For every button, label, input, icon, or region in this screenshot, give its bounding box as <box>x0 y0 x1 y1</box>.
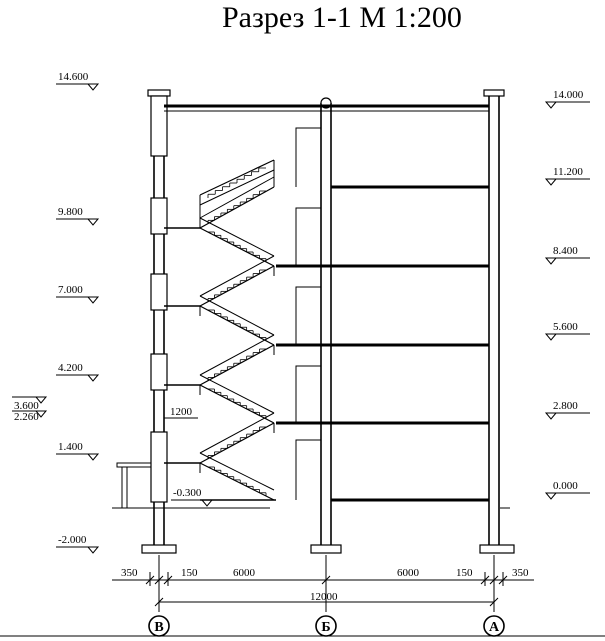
svg-text:-0.300: -0.300 <box>173 487 202 499</box>
dim-right-span: 6000 <box>397 567 420 579</box>
dim-total: 12000 <box>310 591 338 603</box>
svg-text:В: В <box>154 620 163 635</box>
svg-text:8.400: 8.400 <box>553 245 578 257</box>
landing-dimension: 1200 <box>164 406 198 419</box>
level-marker-right-5: 2.800 <box>544 400 590 420</box>
column-axis-b <box>310 97 342 554</box>
svg-text:2.260: 2.260 <box>14 411 39 423</box>
dim-right-inner: 150 <box>456 567 473 579</box>
svg-text:1200: 1200 <box>170 406 193 418</box>
wall-axis-a <box>479 89 515 554</box>
axis-bubble-b: Б <box>315 615 337 637</box>
svg-text:14.600: 14.600 <box>58 71 89 83</box>
svg-text:3.600: 3.600 <box>14 400 39 412</box>
level-marker-right-2: 11.200 <box>544 166 590 186</box>
svg-text:11.200: 11.200 <box>553 166 583 178</box>
floor-slabs <box>112 104 510 509</box>
dim-right-outer: 350 <box>512 567 529 579</box>
level-marker-right-4: 5.600 <box>544 321 590 341</box>
level-marker-left-4: 4.200 <box>56 362 100 382</box>
svg-text:0.000: 0.000 <box>553 480 578 492</box>
svg-text:4.200: 4.200 <box>58 362 83 374</box>
entry-level-marker: -0.300 <box>171 487 214 507</box>
svg-text:Б: Б <box>321 620 330 635</box>
partitions <box>295 127 321 500</box>
svg-text:5.600: 5.600 <box>553 321 578 333</box>
left-level-markers: 14.600 9.800 7.000 4.200 3.600 2.260 1.4… <box>12 71 100 554</box>
axis-markers: В Б А <box>0 615 605 637</box>
level-marker-left-1: 14.600 <box>56 71 100 91</box>
drawing-title: Разрез 1-1 М 1:200 <box>222 1 462 34</box>
svg-text:14.000: 14.000 <box>553 89 584 101</box>
dim-left-span: 6000 <box>233 567 256 579</box>
level-marker-left-5: 3.600 <box>12 396 48 412</box>
svg-text:2.800: 2.800 <box>553 400 578 412</box>
svg-text:-2.000: -2.000 <box>58 534 87 546</box>
axis-bubble-v: В <box>148 615 170 637</box>
svg-text:9.800: 9.800 <box>58 206 83 218</box>
right-level-markers: 14.000 11.200 8.400 5.600 2.800 0.000 <box>544 89 590 500</box>
dim-left-inner: 150 <box>181 567 198 579</box>
axis-bubble-a: А <box>483 615 505 637</box>
level-marker-left-2: 9.800 <box>56 206 100 226</box>
dimension-chain: 350 150 6000 6000 150 350 12000 <box>112 555 534 612</box>
svg-text:7.000: 7.000 <box>58 284 83 296</box>
level-marker-left-6: 2.260 <box>12 410 48 423</box>
staircase <box>199 159 276 501</box>
level-marker-left-7: 1.400 <box>56 441 100 461</box>
level-marker-right-1: 14.000 <box>544 89 590 109</box>
svg-text:А: А <box>489 620 500 635</box>
level-marker-right-6: 0.000 <box>544 480 590 500</box>
level-marker-left-3: 7.000 <box>56 284 100 304</box>
level-marker-left-8: -2.000 <box>56 534 100 554</box>
svg-text:1.400: 1.400 <box>58 441 83 453</box>
wall-axis-v <box>141 89 177 554</box>
dim-left-outer: 350 <box>121 567 138 579</box>
level-marker-right-3: 8.400 <box>544 245 590 265</box>
